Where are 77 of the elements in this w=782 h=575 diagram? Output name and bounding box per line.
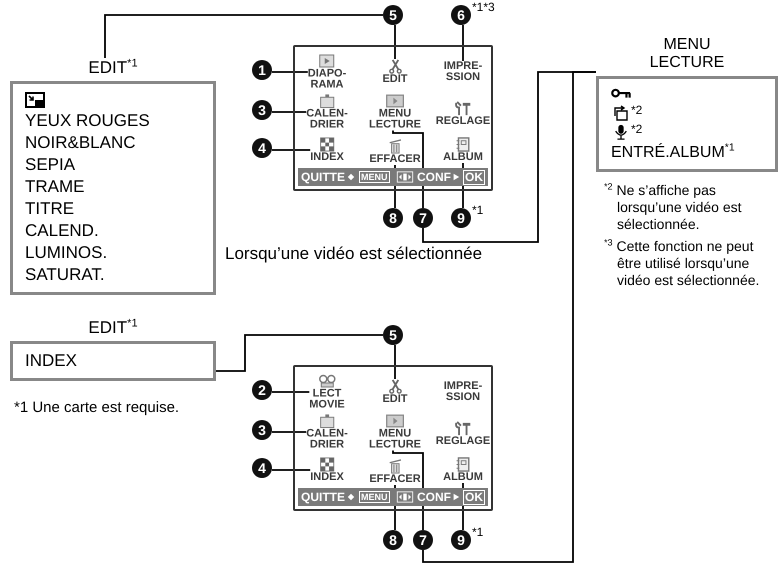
leader-line [272, 391, 310, 393]
menu-item-label: LECT MOVIE [309, 388, 345, 410]
status-text: CONF [417, 170, 451, 184]
callout-number: 3 [252, 100, 272, 120]
menu-item-label: DIAPO- RAMA [308, 68, 346, 90]
note-text: $^{*2}$ Ne s’affiche pas lorsqu’une vidéo est sélectionnée. [604, 182, 743, 233]
menu-item-label: IMPRE- SSION [444, 61, 482, 83]
menu-item-label: EDIT [382, 394, 408, 405]
callout-number: 4 [252, 138, 272, 158]
menu-option: TRAME [25, 176, 203, 198]
menu-option: NOIR&BLANC [25, 132, 203, 154]
menu-item-label: MENU LECTURE [369, 108, 421, 130]
menu-item-label: INDEX [310, 472, 344, 483]
status-text: CONF [417, 490, 451, 504]
footnote-mark: *1*3 [472, 1, 495, 13]
leader-line [216, 334, 383, 372]
menu-item-label: EDIT [382, 74, 408, 85]
menu-item-label: REGLAGE [436, 436, 490, 447]
menu-option: CALEND. [25, 220, 203, 242]
footnote-mark: *2 [631, 104, 642, 116]
callout-number: 9 [451, 530, 471, 550]
menu-heading: EDIT$^{*1}$ [88, 58, 138, 77]
menu-item-label: CALEN- DRIER [306, 428, 348, 450]
leader-line [272, 111, 306, 113]
note-text: Lorsqu’une vidéo est sélectionnée [225, 244, 482, 264]
footnote-mark: *1 [472, 526, 484, 538]
footnote-mark: *2 [631, 123, 642, 135]
leader-line [394, 25, 396, 59]
note-text: $^{*3}$ Cette fonction ne peut être utilisé lorsqu’une vidéo est sélectionnée. [604, 238, 760, 289]
footnote-mark: *1 [472, 204, 484, 216]
leader-line [422, 71, 596, 563]
menu-option: YEUX ROUGES [25, 110, 203, 132]
leader-line [272, 469, 310, 471]
callout-number: 5 [383, 325, 403, 345]
menu-heading: EDIT$^{*1}$ [88, 318, 138, 337]
callout-number: 9 [451, 208, 471, 228]
menu-heading: MENU LECTURE [650, 36, 724, 72]
leader-line [272, 431, 306, 433]
menu-option: LUMINOS. [25, 242, 203, 264]
callout-number: 3 [252, 420, 272, 440]
menu-option: TITRE [25, 198, 203, 220]
callout-number: 1 [252, 60, 272, 80]
camera-screen [293, 365, 493, 511]
key-label: OK [463, 170, 485, 184]
menu-option: SATURAT. [25, 264, 203, 286]
key-label: MENU [359, 491, 390, 503]
menu-option: SEPIA [25, 154, 203, 176]
callout-number: 4 [252, 458, 272, 478]
menu-item-label: ALBUM [443, 472, 483, 483]
menu-item-label: EFFACER [369, 474, 421, 485]
leader-line [462, 25, 464, 61]
callout-number: 5 [383, 5, 403, 25]
camera-screen [293, 45, 493, 191]
status-text: QUITTE [301, 170, 345, 184]
callout-number: 8 [383, 530, 403, 550]
menu-option: ENTRÉ.ALBUM$^{*1}$ [611, 142, 765, 163]
leader-line [272, 149, 310, 151]
key-label: MENU [359, 171, 390, 183]
callout-number: 6 [451, 5, 471, 25]
leader-line [104, 14, 383, 58]
menu-item-label: REGLAGE [436, 116, 490, 127]
leader-line [394, 345, 396, 379]
menu-item-label: EFFACER [369, 154, 421, 165]
callout-number: 7 [413, 208, 433, 228]
status-text: QUITTE [301, 490, 345, 504]
note-text: *1 Une carte est requise. [14, 399, 180, 416]
menu-item-label: IMPRE- SSION [444, 381, 482, 403]
menu-item-label: CALEN- DRIER [306, 108, 348, 130]
menu-item-label: MENU LECTURE [369, 428, 421, 450]
callout-number: 2 [252, 380, 272, 400]
key-label: OK [463, 490, 485, 504]
menu-item-label: ALBUM [443, 152, 483, 163]
callout-number: 8 [383, 208, 403, 228]
menu-item-label: INDEX [310, 152, 344, 163]
menu-option: INDEX [25, 350, 203, 372]
leader-line [272, 71, 308, 73]
callout-number: 7 [413, 530, 433, 550]
